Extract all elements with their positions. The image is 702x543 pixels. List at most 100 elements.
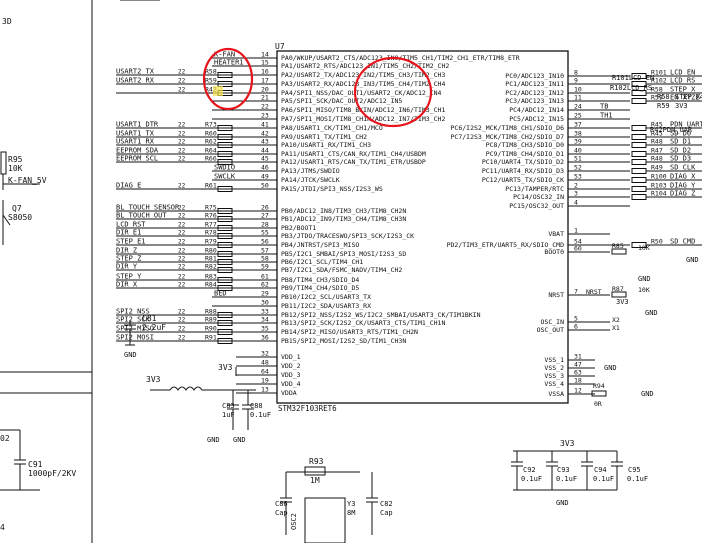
pin-name: PA8/USART1_CK/TIM1_CH1/MCO [281,124,383,132]
pin-number: 35 [261,325,269,333]
svg-text:47: 47 [574,361,582,369]
pin-name: PA2/USART2_TX/ADC123_IN2/TIM5_CH3/TIM2_C… [281,71,445,79]
chip-part: STM32F103RET6 [278,404,337,413]
net-gnd-vssa: GND [641,390,654,398]
pin-name: PA14/JTCK/SWCLK [281,176,340,184]
left-panel: 3D R95 10K K-FAN_5V Q7 S8050 02 C91 1000… [0,17,76,532]
pin-res-value: 22 [178,131,186,138]
pin-name: PD2/TIM3_ETR/UART5_RX/SDIO_CMD [447,241,564,249]
pin-res-value: 22 [178,78,186,85]
pin-resistor: R83 [205,273,217,281]
c82-value: Cap [380,509,393,517]
pin-name: PC12/UART5_TX/SDIO_CK [482,176,564,184]
pin-name: PC7/I2S3_MCK/TIM8_CH2/SDIO_D7 [451,133,565,141]
c88-value: 0.1uF [250,411,271,419]
svg-text:VDD_4: VDD_4 [281,380,301,388]
pin-number: 56 [261,238,269,246]
pin-number: 59 [261,263,269,271]
pin-net: DIR_E1 [116,229,141,237]
q7-part: S8050 [8,213,32,222]
pin-number: 30 [261,299,269,307]
pin-number: 53 [574,173,582,181]
svg-text:VSS_2: VSS_2 [544,364,564,372]
pin-number: 44 [261,147,269,155]
pin-number: 24 [574,103,582,111]
c92-ref: C92 [523,466,536,474]
pin-resistor: R66 [205,155,217,163]
pin-number: 46 [261,164,269,172]
pin-number: 61 [261,273,269,281]
svg-text:48: 48 [261,359,269,367]
svg-text:18: 18 [574,377,582,385]
pin-res-value: 22 [178,282,186,289]
pin-net: SD_D1 [670,138,691,146]
pin-net: STEP_Y [116,273,142,281]
c81-ref: C81 [142,314,157,323]
pin-resistor: R104 [651,190,667,198]
pin-resistor: R61 [205,182,217,190]
svg-text:VDD_1: VDD_1 [281,353,301,361]
pin-name: PA10/USART1_RX/TIM1_CH3 [281,141,371,149]
pin-resistor: R76 [205,212,217,220]
pin-name: PB1/ADC12_IN9/TIM3_CH4/TIM8_CH3N [281,215,406,223]
power-pin-vss_2: 47 VSS_2 [544,361,595,372]
pin-resistor: R82 [205,263,217,271]
svg-text:NRST: NRST [548,291,564,299]
pin-net: LCD_RS [670,77,695,85]
pin-res-value: 22 [178,317,186,324]
pin-net: LCD_RST [116,221,146,229]
pin-net: USART1_TX [116,130,155,138]
x1-net: X1 [612,324,620,332]
pin-name: PA11/USART1_CTS/CAN_RX/TIM1_CH4/USBDM [281,150,426,158]
pin-resistor: R79 [205,238,217,246]
pin-resistor: R89 [205,316,217,324]
pin-res-value: 22 [178,156,186,163]
pin-name: PB10/I2C2_SCL/USART3_TX [281,293,371,301]
pin-number: 38 [574,130,582,138]
svg-text:13: 13 [261,386,269,394]
svg-text:VSS_4: VSS_4 [544,380,564,388]
pin-number: 23 [261,112,269,120]
pin-number: 42 [261,130,269,138]
pin-resistor: R59 [205,77,217,85]
pin-name: PA9/USART1_TX/TIM1_CH2 [281,133,367,141]
red-annotation [202,47,433,128]
pin-resistor: R103 [651,182,667,190]
pin-resistor: R80 [205,247,217,255]
svg-text:19: 19 [261,377,269,385]
svg-text:6: 6 [574,323,578,331]
pin-resistor: R60 [205,130,217,138]
net-gnd-vss: GND [604,364,617,372]
pin-number: 2 [574,182,578,190]
r85-value: 10K [638,244,650,252]
svg-text:OSC_IN: OSC_IN [541,318,565,326]
pin-net: EN_XYZE4.7K [670,94,702,102]
pin-name: PA4/SPI1_NSS/DAC_OUT1/USART2_CK/ADC12_IN… [281,89,442,97]
pin-resistor: R45 [651,130,663,138]
pin-net: HEATER1 [214,59,244,67]
net-r58: R58 [657,93,670,101]
pin-name: PA3/USART2_RX/ADC123_IN3/TIM5_CH4/TIM2_C… [281,80,445,88]
net-step-x: STEP_X [675,93,701,101]
pin-number: 54 [574,238,582,246]
pin-name: PC2/ADC123_IN12 [505,89,564,97]
net-gnd-nrst: GND [645,309,658,317]
pin-name: PA15/JTDI/SPI3_NSS/I2S3_WS [281,185,383,193]
net-v33b: 3V3 [675,102,688,110]
c95-value: 0.1uF [627,475,648,483]
